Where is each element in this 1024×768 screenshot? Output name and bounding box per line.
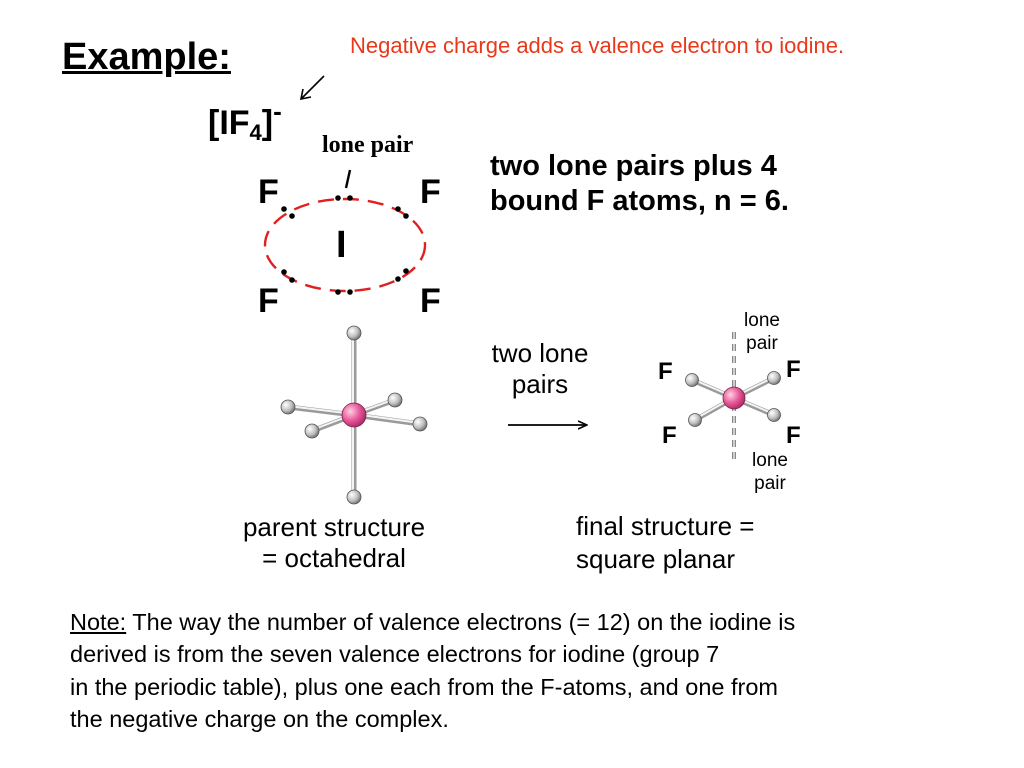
formula-subscript: 4 [249,120,262,145]
final-caption-line: square planar [576,543,735,574]
final-caption: final structure = square planar [576,510,754,575]
lone-pair-pointer [344,169,352,189]
charge-pointer-arrow [299,75,325,101]
lewis-iodine: I [336,224,347,266]
lewis-fluorine-top-left: F [258,173,279,211]
formula-superscript: - [273,96,282,126]
lewis-fluorine-bottom-right: F [420,282,441,320]
electron-dots [281,195,409,295]
note-label: Note: [70,609,127,635]
square-planar-model [685,332,781,462]
sp-fluorine-bottom-left: F [662,422,677,449]
formula-open: [IF [208,104,250,142]
octahedral-model [280,325,428,505]
sp-fluorine-bottom-right: F [786,422,801,449]
formula-close: ] [261,104,274,142]
summary-line: bound F atoms, n = 6. [490,184,789,217]
note-line: The way the number of valence electrons … [126,609,796,635]
final-caption-line: final structure = [576,511,755,541]
sp-lone-pair-bottom-label: lone pair [740,450,800,496]
sp-fluorine-top-left: F [658,358,673,385]
parent-caption: parent structure = octahedral [200,512,468,574]
lewis-fluorine-top-right: F [420,173,441,211]
parent-caption-line: parent structure [242,512,426,542]
sp-lone-pair-bottom-line: lone [752,450,788,471]
sp-lone-pair-top-line: lone [744,310,780,331]
parent-caption-line: = octahedral [262,543,406,574]
example-title: Example: [62,36,231,78]
sp-lone-pair-bottom-line: pair [754,472,786,494]
note-line: the negative charge on the complex. [70,706,449,733]
summary-line: two lone pairs plus 4 [490,150,777,182]
arrow-label: two lone pairs [470,338,610,400]
summary-text: two lone pairs plus 4 bound F atoms, n =… [490,149,789,219]
sp-lone-pair-top-line: pair [746,332,778,354]
note-line: derived is from the seven valence electr… [70,641,720,668]
charge-note: Negative charge adds a valence electron … [350,33,845,58]
sp-lone-pair-top-label: lone pair [732,310,792,356]
formula: [IF4]- [208,98,282,144]
electron-ring [263,197,427,293]
lewis-fluorine-bottom-left: F [258,282,279,320]
lewis-lone-pair-label: lone pair [322,132,414,158]
sp-fluorine-top-right: F [786,356,801,383]
note-line: in the periodic table), plus one each fr… [70,673,778,700]
arrow-label-line: pairs [511,369,569,400]
arrow-label-line: two lone [491,338,589,368]
note-paragraph: Note: The way the number of valence elec… [70,606,990,736]
